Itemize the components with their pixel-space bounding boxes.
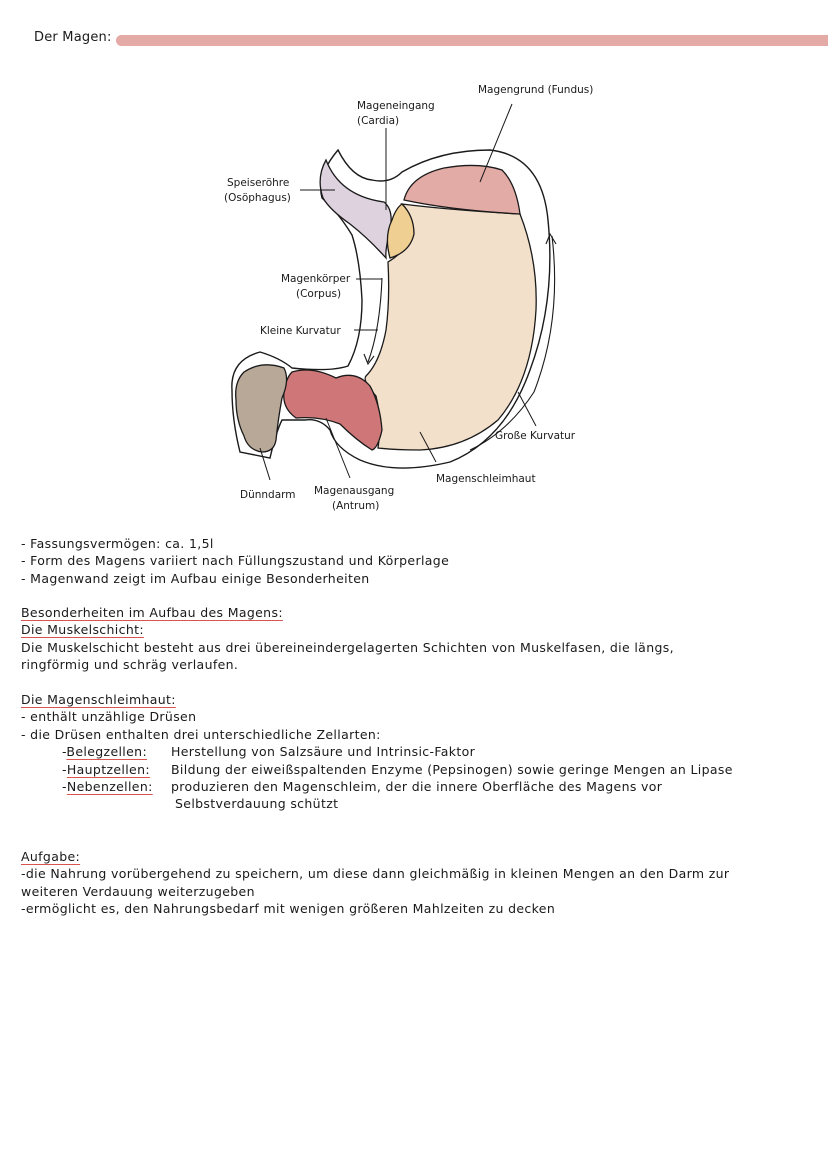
aufgabe-line: -ermöglicht es, den Nahrungsbedarf mit w… [21, 901, 556, 917]
aufgabe-heading: Aufgabe: [21, 849, 81, 864]
schleim-heading: Die Magenschleimhaut: [21, 691, 176, 707]
aufgabe-section: Aufgabe: -die Nahrung vorübergehend zu s… [21, 848, 729, 918]
zellen-name: Hauptzellen: [66, 761, 150, 777]
fundus-shape [403, 164, 521, 215]
label-oesophagus-2: (Osöphagus) [224, 192, 291, 204]
duenndarm-leader [259, 447, 271, 481]
page-title: Der Magen: [34, 30, 112, 45]
zellen-name: Nebenzellen: [66, 778, 153, 794]
antrum-leader [325, 417, 351, 479]
zellen-row: -Hauptzellen: Bildung der eiweißspaltend… [62, 761, 733, 777]
schleim-item: - enthält unzählige Drüsen [21, 709, 197, 725]
label-antrum-1: Magenausgang [314, 485, 394, 497]
zellen-row: -Nebenzellen: produzieren den Magenschle… [62, 778, 663, 794]
aufbau-section: Besonderheiten im Aufbau des Magens: Die… [21, 604, 733, 813]
muskel-heading: Die Muskelschicht: [21, 622, 144, 638]
oesophagus-shape [319, 158, 392, 260]
label-duenndarm: Dünndarm [240, 489, 296, 501]
aufgabe-line: weiteren Verdauung weiterzugeben [21, 883, 255, 899]
label-schleimhaut: Magenschleimhaut [436, 473, 536, 485]
label-corpus-2: (Corpus) [296, 288, 341, 300]
label-antrum-2: (Antrum) [332, 500, 379, 512]
muskel-text-line: Die Muskelschicht besteht aus drei übere… [21, 639, 674, 655]
label-kleine-kurvatur: Kleine Kurvatur [260, 325, 341, 337]
zellen-desc: Herstellung von Salzsäure und Intrinsic-… [171, 744, 476, 760]
aufbau-heading: Besonderheiten im Aufbau des Magens: [21, 605, 283, 620]
label-fundus: Magengrund (Fundus) [478, 84, 593, 96]
antrum-shape [283, 369, 383, 451]
label-cardia-2: (Cardia) [357, 115, 399, 127]
title-row: Der Magen: [34, 30, 828, 52]
kleine-kurvatur-arrow [367, 277, 383, 363]
fact-item: - Magenwand zeigt im Aufbau einige Beson… [21, 570, 370, 586]
label-oesophagus-1: Speiseröhre [227, 177, 289, 189]
grosse-kurvatur-leader [517, 391, 537, 427]
fact-item: - Form des Magens variiert nach Füllungs… [21, 553, 450, 569]
zellen-desc: Bildung der eiweißspaltenden Enzyme (Pep… [171, 761, 733, 777]
zellen-desc-continued: Selbstverdauung schützt [175, 796, 339, 812]
schleimhaut-leader [419, 431, 437, 463]
duenndarm-shape [235, 364, 288, 453]
cardia-shape [386, 203, 415, 259]
zellen-desc: produzieren den Magenschleim, der die in… [171, 778, 663, 794]
schleim-item: - die Drüsen enthalten drei unterschiedl… [21, 726, 381, 742]
fact-item: - Fassungsvermögen: ca. 1,5l [21, 536, 214, 551]
zellen-row: -Belegzellen: Herstellung von Salzsäure … [62, 744, 476, 760]
label-corpus-1: Magenkörper [281, 273, 351, 285]
fundus-leader [479, 103, 513, 183]
grosse-kurvatur-arrowhead [545, 232, 557, 245]
kleine-kurvatur-arrowhead [363, 353, 375, 366]
facts-list: - Fassungsvermögen: ca. 1,5l - Form des … [21, 535, 449, 587]
grosse-kurvatur-arrow [469, 235, 556, 451]
zellen-name: Belegzellen: [66, 744, 148, 760]
title-underline-bar [116, 35, 828, 46]
stomach-diagram: Magengrund (Fundus) Mageneingang (Cardia… [224, 84, 593, 512]
muskel-text-line: ringförmig und schräg verlaufen. [21, 657, 239, 673]
corpus-shape [364, 203, 537, 451]
label-grosse-kurvatur: Große Kurvatur [495, 430, 576, 442]
aufgabe-line: -die Nahrung vorübergehend zu speichern,… [21, 866, 730, 882]
label-cardia-1: Mageneingang [357, 100, 435, 112]
